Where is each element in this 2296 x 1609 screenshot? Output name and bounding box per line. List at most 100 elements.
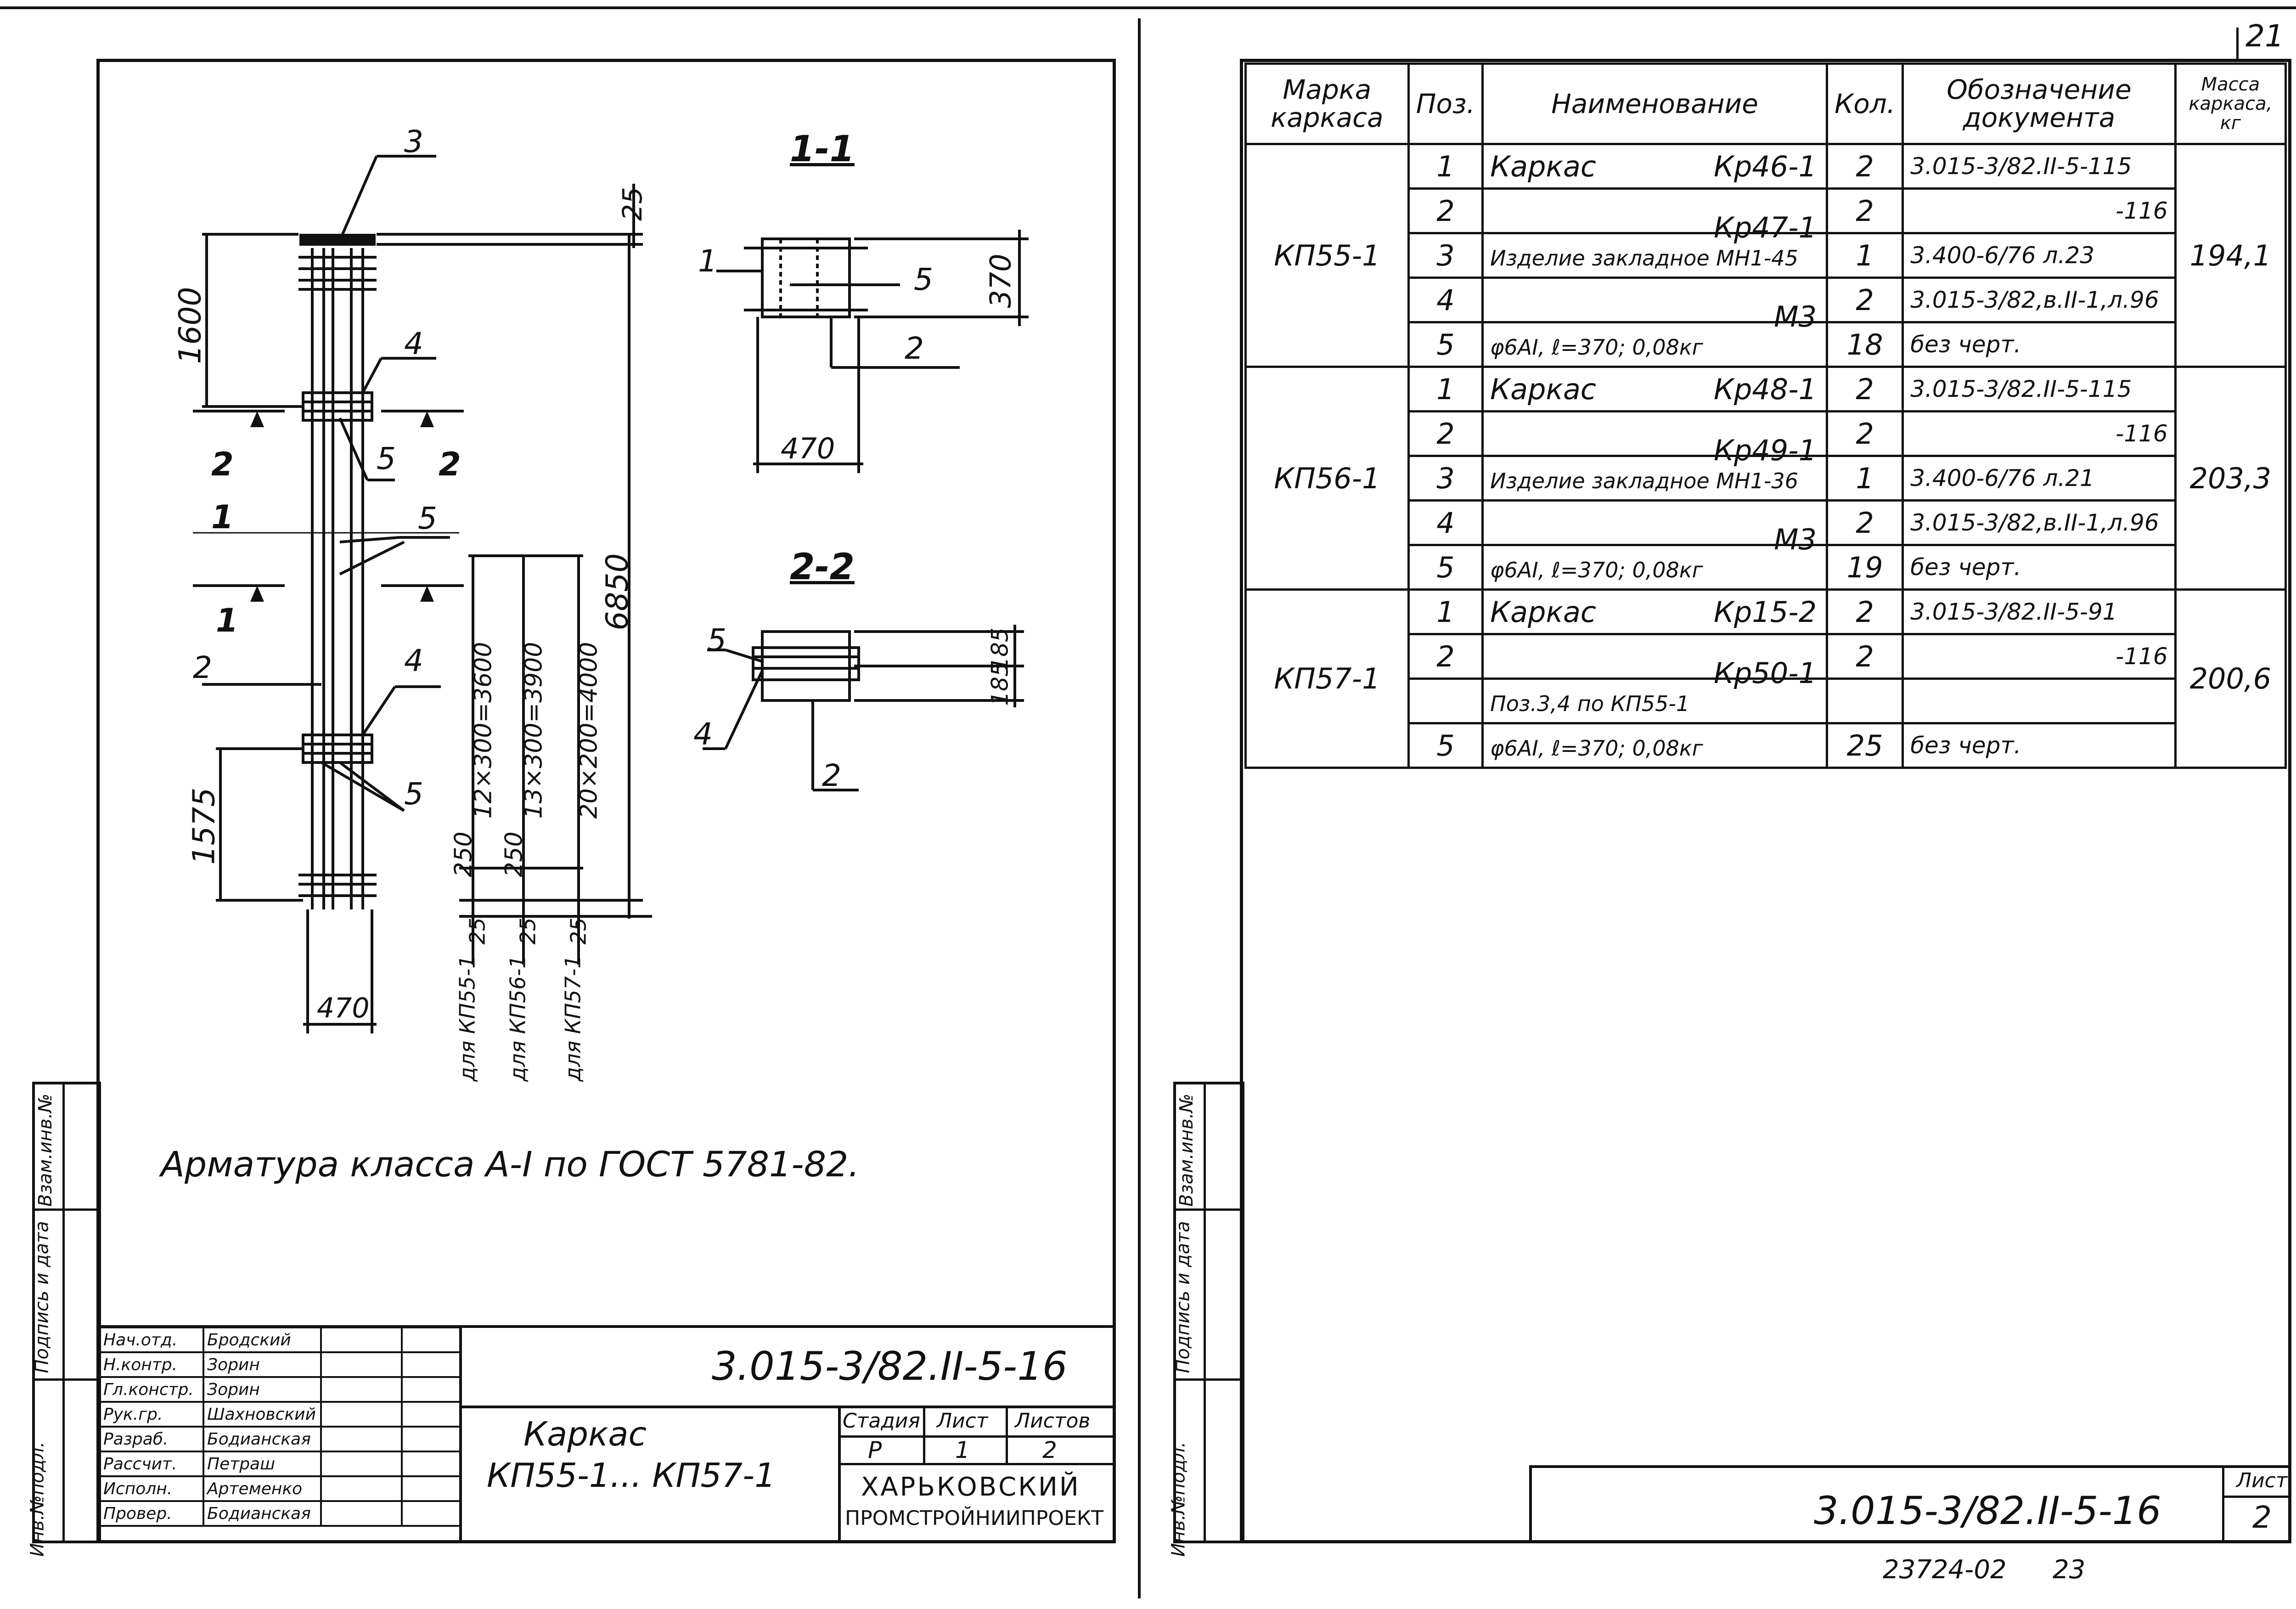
spec-qty: 2 xyxy=(1826,277,1904,323)
spec-name: Изделие закладное МН1-36 xyxy=(1481,455,1829,502)
right-stamp-sign: Подпись и дата xyxy=(1172,1221,1194,1373)
spec-row: Поз.3,4 по КП55-1 xyxy=(1246,677,2286,724)
top-edge-line xyxy=(0,6,2296,9)
sec22-dim-185-b: 185 xyxy=(986,662,1013,706)
signature-row: Нач.отд.Бродский xyxy=(99,1327,461,1353)
signature-sign xyxy=(320,1426,403,1452)
spec-name-text: Изделие закладное МН1-45 xyxy=(1490,245,1798,271)
spec-pos: 3 xyxy=(1407,455,1484,502)
spec-name-text: φ6AI, ℓ=370; 0,08кг xyxy=(1490,334,1703,360)
spec-mark: КП57-1 xyxy=(1244,588,1410,769)
spec-pos: 4 xyxy=(1407,277,1484,323)
label-pos3: 3 xyxy=(404,124,423,159)
spec-name-text: Каркас xyxy=(1490,595,1597,629)
spec-pos: 5 xyxy=(1407,321,1484,368)
spec-name-text: φ6AI, ℓ=370; 0,08кг xyxy=(1490,735,1703,761)
spec-pos: 1 xyxy=(1407,143,1484,190)
spec-pos: 3 xyxy=(1407,232,1484,279)
sheets-label: Листов xyxy=(1015,1409,1091,1433)
sec22-label-2: 2 xyxy=(822,758,841,793)
spec-doc: -116 xyxy=(1902,633,2177,680)
reinforcement-note: Арматура класса А-I по ГОСТ 5781-82. xyxy=(161,1144,860,1185)
spec-name: Поз.3,4 по КП55-1 xyxy=(1481,677,1829,724)
spec-mark: КП56-1 xyxy=(1244,366,1410,591)
spec-name: М3 xyxy=(1481,499,1829,556)
signature-name: Петраш xyxy=(203,1451,322,1477)
signature-row: Исполн.Артеменко xyxy=(99,1475,461,1502)
signature-row: Провер.Бодианская xyxy=(99,1500,461,1527)
signature-sign xyxy=(320,1451,403,1477)
label-pos5-c: 5 xyxy=(404,776,423,812)
signature-role: Разраб. xyxy=(99,1426,204,1452)
section-1-1-title: 1-1 xyxy=(790,129,855,170)
cut1-left-label: 1 xyxy=(211,498,234,536)
page-number-tick xyxy=(2236,28,2239,60)
signature-role: Исполн. xyxy=(99,1475,204,1502)
signature-sign xyxy=(320,1475,403,1502)
label-pos4-upper: 4 xyxy=(404,326,423,361)
spec-pos: 1 xyxy=(1407,588,1484,635)
spec-pos: 5 xyxy=(1407,544,1484,591)
stage-label: Стадия xyxy=(843,1409,920,1433)
spec-doc: без черт. xyxy=(1902,722,2177,769)
spec-pos: 1 xyxy=(1407,366,1484,412)
signature-row: Рук.гр.Шахновский xyxy=(99,1401,461,1428)
signature-role: Рассчит. xyxy=(99,1451,204,1477)
sec11-label-1: 1 xyxy=(698,243,717,279)
left-sheet-frame xyxy=(96,59,1116,1543)
spec-qty: 2 xyxy=(1826,588,1904,635)
signature-row: Н.контр.Зорин xyxy=(99,1351,461,1378)
spec-mass: 203,3 xyxy=(2174,366,2287,591)
signature-date xyxy=(401,1475,461,1502)
signature-row: Разраб.Бодианская xyxy=(99,1426,461,1452)
right-sheet-label: Лист xyxy=(2236,1469,2288,1492)
spec-pos: 4 xyxy=(1407,499,1484,546)
sec11-label-2: 2 xyxy=(905,331,924,366)
spec-mark: КП55-1 xyxy=(1244,143,1410,368)
cut2-left-label: 2 xyxy=(211,446,234,483)
right-sheet-value: 2 xyxy=(2252,1500,2272,1535)
header-mass: Масса каркаса, кг xyxy=(2174,62,2287,145)
sec11-dim-470: 470 xyxy=(781,432,835,465)
spec-qty: 18 xyxy=(1826,321,1904,368)
spec-doc: без черт. xyxy=(1902,321,2177,368)
dim-470-bottom: 470 xyxy=(317,992,370,1024)
left-doc-code: 3.015-3/82.II-5-16 xyxy=(712,1344,1068,1389)
sec11-label-5: 5 xyxy=(914,262,933,297)
header-doc: Обозначение документа xyxy=(1902,62,2177,145)
spec-pos: 5 xyxy=(1407,722,1484,769)
spec-doc: 3.015-3/82.II-5-115 xyxy=(1902,366,2177,412)
sheet-label: Лист xyxy=(937,1409,988,1433)
spec-qty: 19 xyxy=(1826,544,1904,591)
spec-name-text: Изделие закладное МН1-36 xyxy=(1490,468,1798,493)
spec-pos xyxy=(1407,677,1484,724)
spec-name-text: φ6AI, ℓ=370; 0,08кг xyxy=(1490,557,1703,582)
spec-name: Изделие закладное МН1-45 xyxy=(1481,232,1829,279)
signature-role: Гл.констр. xyxy=(99,1376,204,1403)
signature-name: Артеменко xyxy=(203,1475,322,1502)
signature-role: Нач.отд. xyxy=(99,1327,204,1353)
spec-doc: 3.015-3/82.II-5-91 xyxy=(1902,588,2177,635)
page-number: 21 xyxy=(2245,18,2284,54)
spec-doc: 3.400-6/76 л.21 xyxy=(1902,455,2177,502)
signature-row: Гл.констр.Зорин xyxy=(99,1376,461,1403)
spec-qty: 2 xyxy=(1826,187,1904,234)
spec-qty: 1 xyxy=(1826,455,1904,502)
specification-table: Марка каркаса Поз. Наименование Кол. Обо… xyxy=(1244,62,2287,769)
signature-name: Бродский xyxy=(203,1327,322,1353)
header-qty: Кол. xyxy=(1826,62,1904,145)
spec-mass: 194,1 xyxy=(2174,143,2287,368)
right-stamp-repl: Взам.инв.№ xyxy=(1176,1093,1198,1207)
spec-name-text: Каркас xyxy=(1490,149,1597,183)
